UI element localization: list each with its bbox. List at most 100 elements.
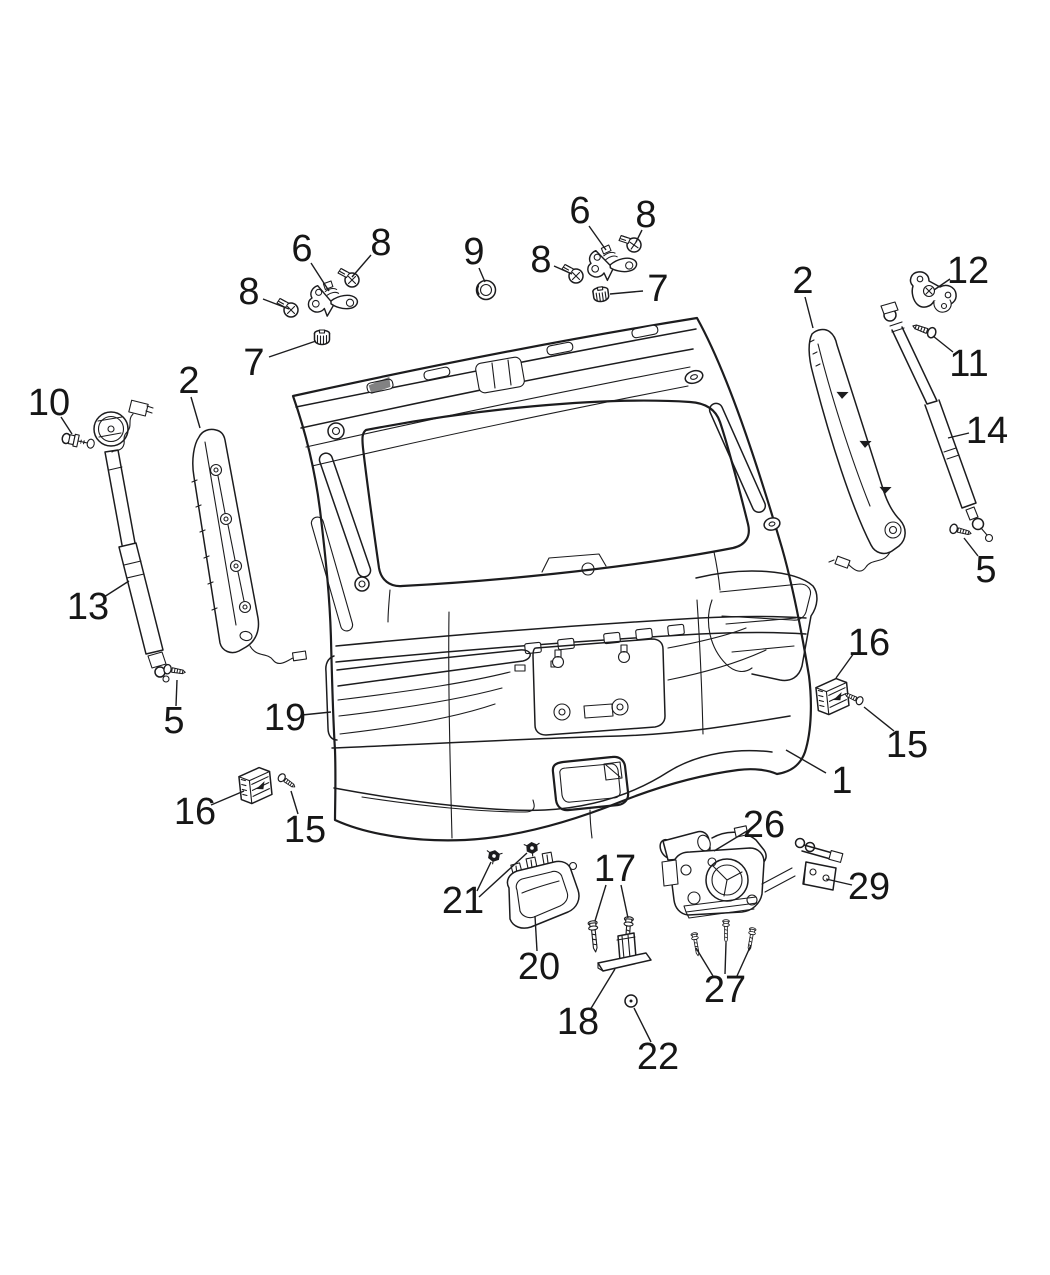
hinge-bracket-12 [909,271,957,313]
callout-9-4: 9 [463,231,486,283]
leader-line [933,278,951,291]
callout-label: 17 [594,848,636,890]
callout-label: 8 [635,194,656,236]
callout-27-30: 27 [695,942,752,1011]
callout-1-21: 1 [785,749,853,802]
callout-label: 8 [530,239,551,281]
callout-7-3: 7 [243,340,317,384]
screw-17 [587,919,601,953]
leader-line [103,580,130,598]
callout-label: 22 [637,1036,679,1078]
license-plate-recess [532,638,666,736]
callout-19-18: 19 [264,697,332,739]
handle-pocket [551,755,630,812]
callout-20-25: 20 [518,915,560,988]
callout-26-29: 26 [713,804,785,852]
callout-label: 27 [704,969,746,1011]
nut-21 [484,848,503,866]
callout-label: 7 [243,342,264,384]
spoiler-trim-left [191,428,308,664]
callout-label: 6 [569,190,590,232]
leader-line [60,416,73,435]
callout-8-2: 8 [238,271,290,313]
leader-line [825,878,853,886]
callout-label: 21 [442,880,484,922]
leader-line [620,884,629,919]
callout-18-27: 18 [557,968,616,1043]
liftgate-latch-26 [659,825,796,919]
callout-15-20: 15 [863,706,928,766]
bumper-block-left [237,765,274,806]
callout-13-16: 13 [67,580,130,628]
callout-label: 20 [518,946,560,988]
callout-label: 5 [163,700,184,742]
callout-22-28: 22 [633,1007,679,1078]
callout-8-5: 8 [530,239,573,281]
leader-line [310,262,330,292]
leader-line [210,790,245,806]
callout-label: 26 [743,804,785,846]
callout-8-1: 8 [351,222,392,278]
spoiler-trim-right [808,328,906,572]
clip-10 [61,432,95,449]
callout-5-13: 5 [963,537,997,591]
leader-line [804,296,814,329]
nut-5-right [948,522,973,539]
leader-line [635,229,643,243]
taillight-left [325,649,531,741]
leader-line [478,267,486,283]
leader-line [609,290,644,295]
callout-6-0: 6 [291,228,330,292]
callout-17-26: 17 [594,848,636,922]
leader-line [724,942,727,975]
power-strut-left [93,399,170,683]
callout-label: 11 [949,343,988,385]
leader-line [553,265,573,275]
liftgate-handle [506,851,580,929]
callout-12-10: 12 [933,250,989,292]
callout-label: 29 [848,866,890,908]
callout-label: 1 [831,760,852,802]
callout-label: 15 [284,809,326,851]
callout-16-22: 16 [174,790,245,833]
leader-line [713,830,748,852]
gas-strut-right [880,301,994,543]
callout-2-9: 2 [792,260,814,329]
callout-15-23: 15 [284,790,326,851]
callout-7-8: 7 [609,268,669,310]
screw-5-left [162,663,187,678]
spoiler-slots [366,324,659,394]
callout-label: 15 [886,724,928,766]
callout-6-6: 6 [569,190,607,251]
leader-line [594,884,607,922]
hinge-screw [337,267,360,288]
leader-line [190,396,201,429]
callout-8-7: 8 [635,194,657,243]
callout-2-15: 2 [178,360,201,429]
screw-15-left [276,771,298,791]
leader-line [290,790,299,815]
callout-label: 7 [647,268,668,310]
callout-label: 14 [966,410,1008,452]
bumper-block-right [814,676,851,717]
callout-label: 8 [370,222,391,264]
overslam-bumper [313,329,331,346]
leader-line [268,340,317,358]
callout-5-17: 5 [163,679,185,742]
leader-line [534,915,538,952]
callout-10-14: 10 [28,382,73,435]
liftgate-panel [291,316,818,842]
leader-line [476,861,492,892]
callout-label: 16 [174,791,216,833]
callout-11-11: 11 [932,335,989,385]
leader-line [175,679,178,707]
window-opening [361,399,750,588]
leader-line [589,968,616,1011]
callout-label: 12 [947,250,989,292]
leader-line [835,652,855,679]
callout-label: 19 [264,697,306,739]
striker-29 [794,837,844,891]
leader-line [633,1007,652,1043]
